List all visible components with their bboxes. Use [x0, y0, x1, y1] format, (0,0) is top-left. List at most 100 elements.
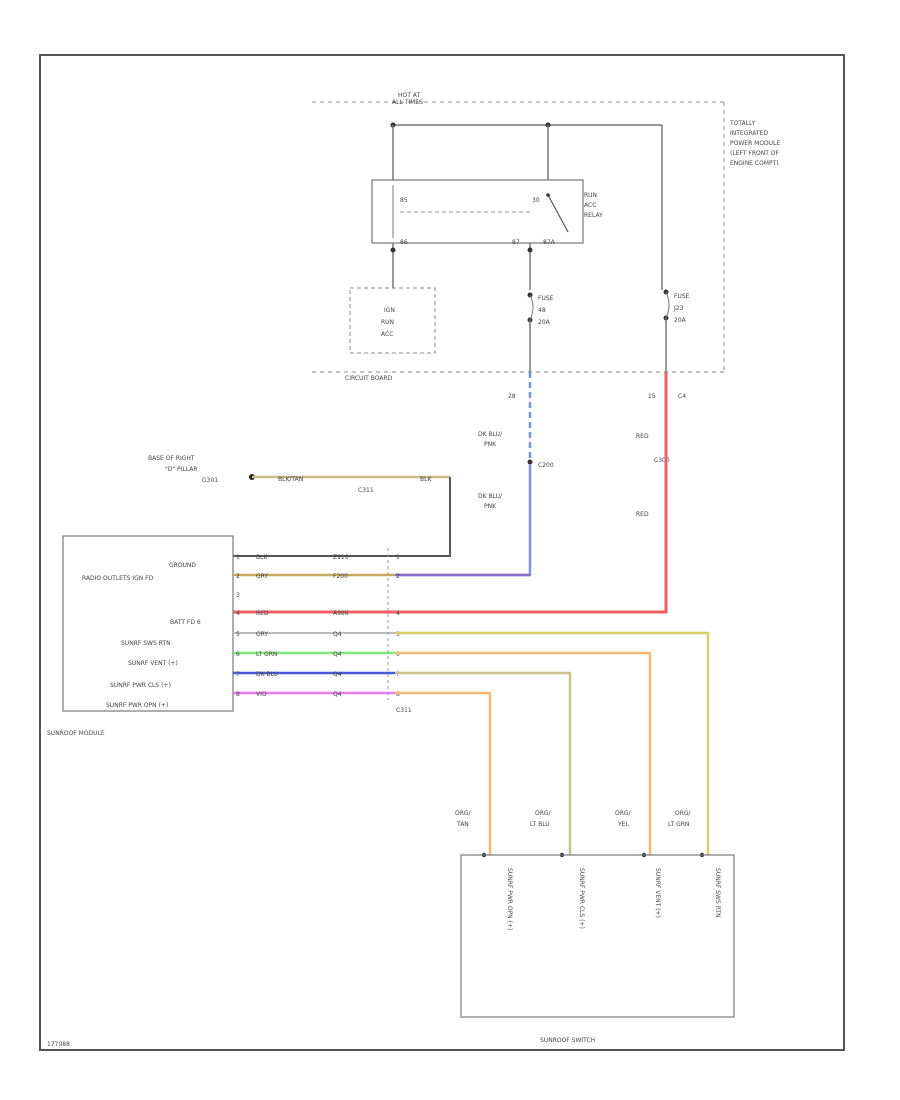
svg-text:7: 7 — [236, 671, 240, 678]
svg-text:RUN: RUN — [381, 319, 394, 326]
svg-text:C4: C4 — [678, 393, 686, 400]
svg-text:LT BLU: LT BLU — [530, 821, 550, 828]
svg-text:RED: RED — [636, 433, 649, 440]
wire-org-tan — [395, 691, 492, 855]
svg-text:IGN: IGN — [384, 307, 395, 314]
sunroof-module — [62, 535, 234, 712]
tipm-label-3: POWER MODULE — [730, 140, 780, 147]
svg-text:DK BLU: DK BLU — [256, 671, 278, 678]
tipm-label-5: ENGINE COMPT) — [730, 160, 779, 167]
svg-text:A906: A906 — [333, 610, 349, 617]
svg-text:RELAY: RELAY — [584, 212, 603, 219]
svg-text:LT GRN: LT GRN — [256, 651, 277, 658]
tipm-label-4: (LEFT FRONT OF — [730, 150, 780, 157]
svg-text:ORG/: ORG/ — [455, 810, 472, 817]
tipm-label-1: TOTALLY — [729, 120, 756, 127]
svg-text:BLK: BLK — [420, 476, 432, 483]
svg-text:5: 5 — [236, 631, 240, 638]
svg-text:C300: C300 — [654, 457, 670, 464]
wire-red — [233, 372, 668, 614]
svg-text:BASE OF RIGHT: BASE OF RIGHT — [148, 455, 195, 462]
svg-text:RED: RED — [636, 511, 649, 518]
svg-text:C311: C311 — [358, 487, 374, 494]
svg-text:5: 5 — [396, 631, 400, 638]
svg-text:20A: 20A — [674, 317, 687, 324]
svg-text:PNK: PNK — [484, 441, 497, 448]
sunroof-module-label: SUNROOF MODULE — [47, 730, 105, 737]
svg-text:LT GRN: LT GRN — [668, 821, 689, 828]
svg-text:DK BLU/: DK BLU/ — [478, 431, 503, 438]
sunroof-switch — [460, 854, 735, 1018]
svg-text:4: 4 — [236, 610, 240, 617]
svg-text:87A: 87A — [543, 239, 556, 246]
svg-text:ORG/: ORG/ — [535, 810, 552, 817]
all-times-label: ALL TIMES — [392, 99, 423, 106]
svg-text:DK BLU/: DK BLU/ — [478, 493, 503, 500]
pin-label-pwr-cls: SUNRF PWR CLS (+) — [110, 682, 171, 689]
svg-text:BLK: BLK — [256, 554, 268, 561]
svg-text:Z916: Z916 — [333, 554, 349, 561]
svg-text:GRY: GRY — [256, 631, 268, 638]
svg-text:YEL: YEL — [617, 821, 629, 828]
svg-text:ACC: ACC — [381, 331, 393, 338]
wire-org-lt-blu — [395, 671, 572, 855]
svg-text:48: 48 — [538, 307, 546, 314]
svg-text:BLK/TAN: BLK/TAN — [278, 476, 303, 483]
wire-dk-blu-pnk-lower — [395, 464, 532, 577]
wire-org-yel — [395, 651, 652, 855]
svg-text:VIO: VIO — [256, 691, 267, 698]
diagram-frame — [39, 54, 845, 1051]
svg-text:30: 30 — [532, 197, 540, 204]
svg-text:2: 2 — [236, 573, 240, 580]
svg-text:GRY: GRY — [256, 573, 268, 580]
svg-text:SUNRF PWR OPN (+): SUNRF PWR OPN (+) — [506, 868, 513, 930]
relay-box — [371, 179, 584, 244]
svg-text:SUNRF PWR CLS (+): SUNRF PWR CLS (+) — [578, 868, 585, 929]
svg-text:F200: F200 — [333, 573, 348, 580]
svg-text:FUSE: FUSE — [674, 293, 690, 300]
svg-text:Q4: Q4 — [333, 631, 342, 638]
svg-text:15: 15 — [648, 393, 656, 400]
pin-label-radio-outlets: RADIO OUTLETS IGN FD — [82, 575, 154, 582]
svg-text:4: 4 — [396, 610, 400, 617]
svg-text:SUNRF VENT (+): SUNRF VENT (+) — [654, 868, 661, 918]
svg-text:SUNRF SWS RTN: SUNRF SWS RTN — [714, 868, 721, 918]
svg-text:C311: C311 — [396, 707, 412, 714]
svg-text:Q4: Q4 — [333, 671, 342, 678]
svg-text:6: 6 — [396, 651, 400, 658]
wire-org-lt-grn — [395, 631, 710, 855]
svg-text:ORG/: ORG/ — [675, 810, 692, 817]
svg-text:8: 8 — [236, 691, 240, 698]
svg-text:20A: 20A — [538, 319, 551, 326]
svg-text:TAN: TAN — [456, 821, 469, 828]
svg-text:FUSE: FUSE — [538, 295, 554, 302]
pin-label-vent: SUNRF VENT (+) — [128, 660, 178, 667]
svg-text:Q4: Q4 — [333, 691, 342, 698]
svg-text:"D" PILLAR: "D" PILLAR — [165, 466, 198, 473]
svg-text:PNK: PNK — [484, 503, 497, 510]
svg-text:J23: J23 — [673, 305, 684, 312]
svg-text:ORG/: ORG/ — [615, 810, 632, 817]
svg-text:C200: C200 — [538, 462, 554, 469]
svg-text:G301: G301 — [202, 477, 218, 484]
svg-text:28: 28 — [508, 393, 516, 400]
svg-text:8: 8 — [396, 691, 400, 698]
svg-text:ACC: ACC — [584, 202, 596, 209]
tipm-label-2: INTEGRATED — [730, 130, 768, 137]
svg-text:1: 1 — [236, 554, 240, 561]
pin-label-batt: BATT FD 6 — [170, 619, 201, 626]
figure-code: 177088 — [47, 1041, 70, 1048]
svg-text:RED: RED — [256, 610, 269, 617]
svg-text:3: 3 — [236, 592, 240, 599]
relay-label: RUN — [584, 192, 597, 199]
hot-at-label: HOT AT — [398, 92, 420, 99]
svg-text:6: 6 — [236, 651, 240, 658]
sunroof-switch-label: SUNROOF SWITCH — [540, 1037, 595, 1044]
svg-text:85: 85 — [400, 197, 408, 204]
pin-label-pwr-opn: SUNRF PWR OPN (+) — [106, 702, 168, 709]
svg-text:86: 86 — [400, 239, 408, 246]
svg-text:1: 1 — [396, 554, 400, 561]
pin-label-ground: GROUND — [169, 562, 196, 569]
svg-text:Q4: Q4 — [333, 651, 342, 658]
